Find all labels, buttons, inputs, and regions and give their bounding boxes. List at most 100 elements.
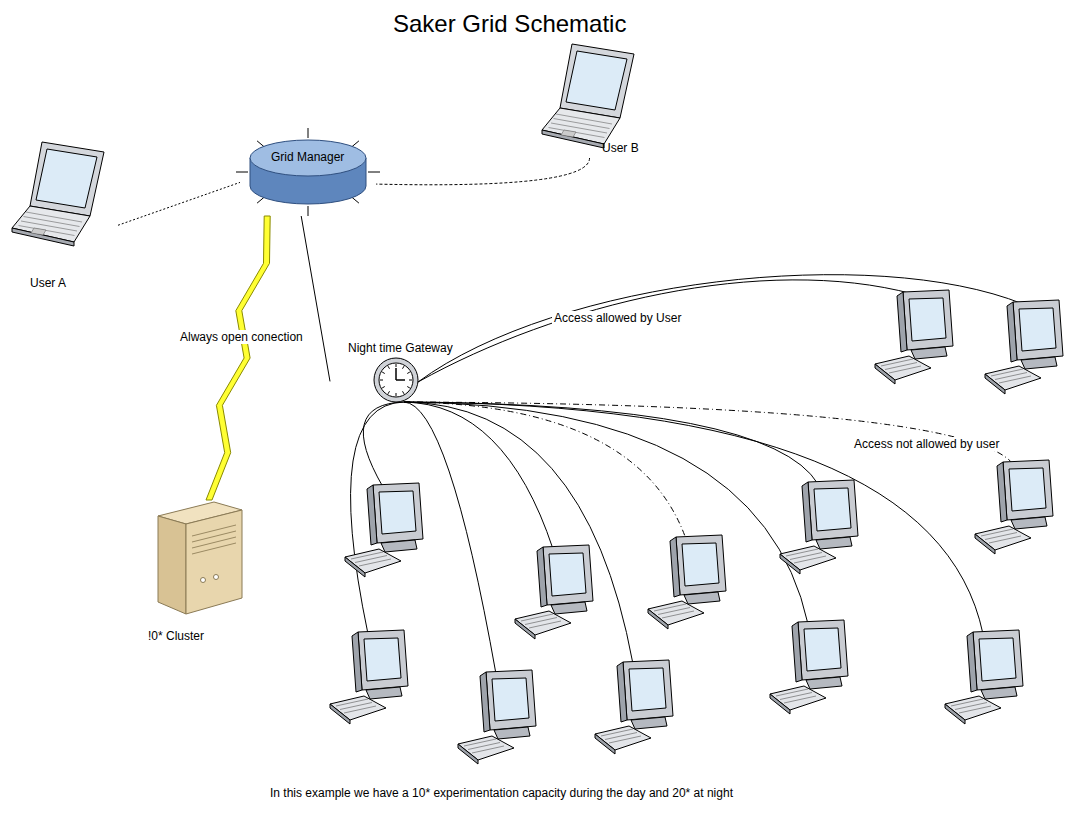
drive-bay — [192, 543, 236, 554]
caption-text: In this example we have a 10* experiment… — [270, 786, 733, 800]
laptop-screen — [36, 149, 97, 208]
node-laptopA: User A — [8, 140, 118, 295]
monitor-screen — [549, 553, 586, 596]
monitor-screen — [379, 491, 416, 534]
desktop-computer — [648, 535, 726, 629]
diagram-title: Saker Grid Schematic — [393, 10, 626, 38]
node-cyl: Grid Manager — [240, 132, 376, 216]
monitor-side — [792, 622, 802, 682]
server-tower — [158, 502, 242, 614]
keyboard-edge — [985, 374, 1005, 394]
node-label: !0* Cluster — [148, 629, 204, 643]
node-shape — [140, 500, 255, 648]
monitor-side — [897, 292, 907, 352]
clock-tick — [403, 366, 405, 369]
key-row — [794, 556, 826, 563]
touchpad — [561, 130, 576, 137]
monitor-base — [911, 347, 947, 359]
key-row — [786, 549, 818, 556]
keyboard — [975, 526, 1031, 550]
desktop-computer — [770, 620, 848, 714]
key-row — [551, 123, 607, 133]
server-side — [158, 516, 186, 614]
node-shape — [8, 140, 118, 295]
key-row — [554, 119, 610, 129]
keyboard-edge — [945, 704, 965, 724]
signal-ray — [236, 172, 248, 173]
key-row — [955, 703, 987, 710]
node-laptopB: User B — [540, 40, 658, 158]
monitor-base — [806, 677, 842, 689]
key-row — [359, 559, 391, 566]
monitor-body — [798, 620, 848, 680]
dotted-link — [118, 182, 240, 225]
key-row — [784, 696, 816, 703]
keyboard-edge — [780, 554, 800, 574]
monitor-side — [802, 482, 812, 542]
gateway-wire — [404, 402, 808, 624]
keyboard-edge — [648, 609, 668, 629]
drive-bay — [192, 525, 236, 536]
keyboard-edge — [595, 734, 615, 754]
key-row — [549, 128, 605, 138]
monitor-body — [903, 290, 953, 350]
monitor-side — [480, 672, 490, 732]
monitor-side — [997, 462, 1007, 522]
power-button — [201, 578, 206, 583]
key-row — [525, 618, 557, 625]
node-shape — [240, 132, 376, 216]
laptop-icon — [12, 142, 104, 246]
monitor-base — [1011, 517, 1047, 529]
laptop-edge — [542, 130, 604, 148]
signal-ray — [308, 128, 309, 138]
laptop-lid — [30, 142, 104, 216]
key-row — [776, 689, 808, 696]
keyboard — [780, 546, 836, 570]
lightning-connection — [206, 216, 270, 500]
node-label: User B — [602, 141, 639, 155]
desktop-computer — [345, 483, 423, 577]
clock-rim — [374, 358, 418, 402]
clock-tick — [403, 391, 405, 394]
edge-label: Always open conection — [178, 330, 305, 344]
keyboard-edge — [975, 534, 995, 554]
drive-bay — [192, 537, 236, 548]
laptop-screen — [566, 51, 627, 110]
key-row — [951, 699, 983, 706]
monitor-body — [1003, 460, 1053, 520]
key-row — [351, 552, 383, 559]
keyboard-edge — [515, 619, 535, 639]
monitor-body — [808, 480, 858, 540]
key-row — [472, 746, 504, 753]
keyboard — [515, 611, 571, 635]
key-row — [556, 114, 612, 124]
solid-link — [301, 216, 330, 381]
note-label: Access not allowed by user — [852, 437, 1001, 451]
monitor-base — [551, 602, 587, 614]
keyboard-edge — [770, 694, 790, 714]
keyboard-edge — [345, 557, 365, 577]
monitor-body — [358, 630, 408, 690]
key-row — [999, 376, 1031, 383]
clock-tick — [396, 393, 397, 396]
node-label: Night time Gateway — [348, 341, 453, 355]
node-shape — [540, 40, 658, 158]
keyboard — [458, 736, 514, 760]
key-row — [989, 536, 1021, 543]
monitor-screen — [1019, 308, 1056, 351]
key-row — [889, 366, 921, 373]
dotted-link — [376, 158, 590, 185]
desktop-computer — [515, 545, 593, 639]
gateway-wire — [363, 402, 404, 487]
desktop-computer — [875, 290, 953, 384]
touchpad — [31, 228, 46, 235]
monitor-body — [486, 670, 536, 730]
key-row — [24, 217, 80, 227]
key-row — [19, 226, 75, 236]
laptop-icon — [542, 44, 634, 148]
key-row — [521, 614, 553, 621]
drive-bay — [192, 531, 236, 542]
monitor-base — [631, 717, 667, 729]
monitor-body — [1013, 300, 1063, 360]
